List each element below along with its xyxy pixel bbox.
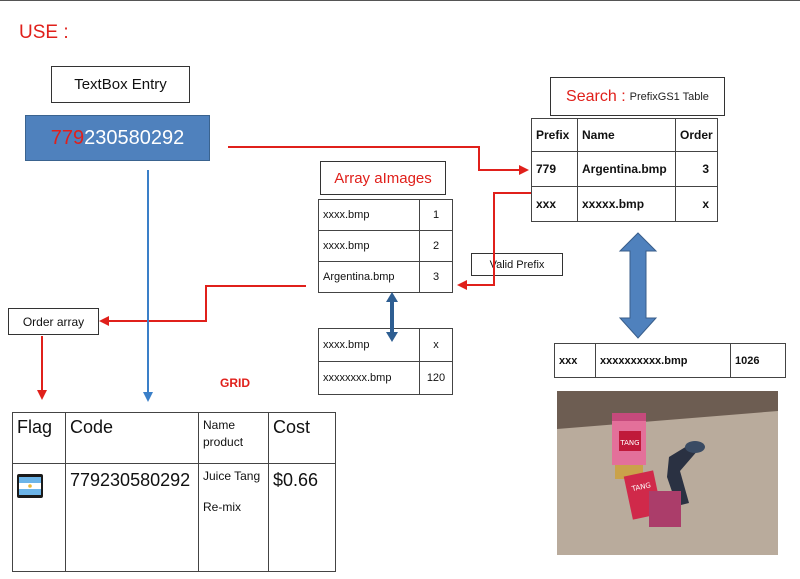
argentina-flag-icon — [17, 474, 43, 498]
flag-cell — [12, 463, 66, 572]
code-cell: 779230580292 — [65, 463, 199, 572]
order-header: Order — [675, 118, 718, 152]
name-line1: Juice Tang — [203, 469, 261, 483]
name-line2: Re-mix — [203, 500, 241, 514]
grid-header-row: Flag Code Name product Cost — [12, 412, 336, 464]
page-title: USE : — [19, 22, 69, 43]
table-cell: 779 — [531, 151, 578, 187]
table-row: xxxxxxxx.bmp 120 — [318, 361, 453, 395]
result-table: xxx xxxxxxxxxx.bmp 1026 — [554, 343, 786, 378]
order-array-label: Order array — [8, 308, 99, 335]
table-cell: 120 — [419, 361, 453, 395]
table-cell: xxxxx.bmp — [577, 186, 676, 222]
search-label: Search : — [566, 87, 626, 105]
table-cell: xxxxxxxx.bmp — [318, 361, 420, 395]
table-cell: Argentina.bmp — [577, 151, 676, 187]
product-grid: Flag Code Name product Cost 779230580292… — [12, 412, 336, 572]
prefix-table: Prefix Name Order 779 Argentina.bmp 3 xx… — [531, 118, 718, 222]
arrow-entry-to-prefix-table — [228, 146, 529, 175]
name-header-line1: Name — [203, 418, 236, 432]
table-cell: x — [675, 186, 718, 222]
barcode-scanner-image: TANG TANG — [557, 391, 778, 555]
value-prefix: 779 — [50, 126, 85, 149]
code-header: Code — [65, 412, 199, 464]
search-table-name: PrefixGS1 Table — [629, 90, 709, 103]
table-cell: xxxxxxxxxx.bmp — [595, 343, 731, 378]
arrow-array-to-order — [99, 285, 306, 326]
table-row: 779 Argentina.bmp 3 — [531, 151, 718, 187]
table-row: Argentina.bmp 3 — [318, 261, 453, 293]
table-row: xxx xxxxx.bmp x — [531, 186, 718, 222]
cost-cell: $0.66 — [268, 463, 336, 572]
table-row: xxx xxxxxxxxxx.bmp 1026 — [554, 343, 786, 378]
table-cell: xxx — [554, 343, 596, 378]
grid-label: GRID — [220, 376, 250, 390]
table-result-double-arrow — [618, 232, 658, 339]
table-cell: 3 — [419, 261, 453, 293]
array-double-arrow-head-bottom — [386, 332, 398, 342]
table-cell: Argentina.bmp — [318, 261, 420, 293]
table-cell: 3 — [675, 151, 718, 187]
packet-text-top: TANG — [619, 439, 639, 447]
array-table-bottom: xxxx.bmp x xxxxxxxx.bmp 120 — [318, 328, 453, 395]
top-rule — [0, 0, 800, 1]
name-cell: Juice Tang Re-mix — [198, 463, 269, 572]
search-label-box: Search :PrefixGS1 Table — [550, 77, 725, 116]
array-double-arrow-head-top — [386, 292, 398, 302]
name-product-header: Name product — [198, 412, 269, 464]
value-rest: 230580292 — [84, 126, 185, 149]
table-cell: 1026 — [730, 343, 786, 378]
table-cell: xxx — [531, 186, 578, 222]
array-title: Array aImages — [320, 161, 446, 195]
flag-header: Flag — [12, 412, 66, 464]
scanner-photo: TANG TANG — [557, 391, 778, 555]
array-table-top: xxxx.bmp 1 xxxx.bmp 2 Argentina.bmp 3 — [318, 199, 453, 293]
arrow-table-to-array — [457, 192, 531, 290]
name-header-line2: product — [203, 435, 244, 449]
textbox-entry-label: TextBox Entry — [51, 66, 190, 103]
grid-row: 779230580292 Juice Tang Re-mix $0.66 — [12, 463, 336, 572]
prefix-header: Prefix — [531, 118, 578, 152]
table-cell: xxxx.bmp — [318, 199, 420, 231]
cost-header: Cost — [268, 412, 336, 464]
